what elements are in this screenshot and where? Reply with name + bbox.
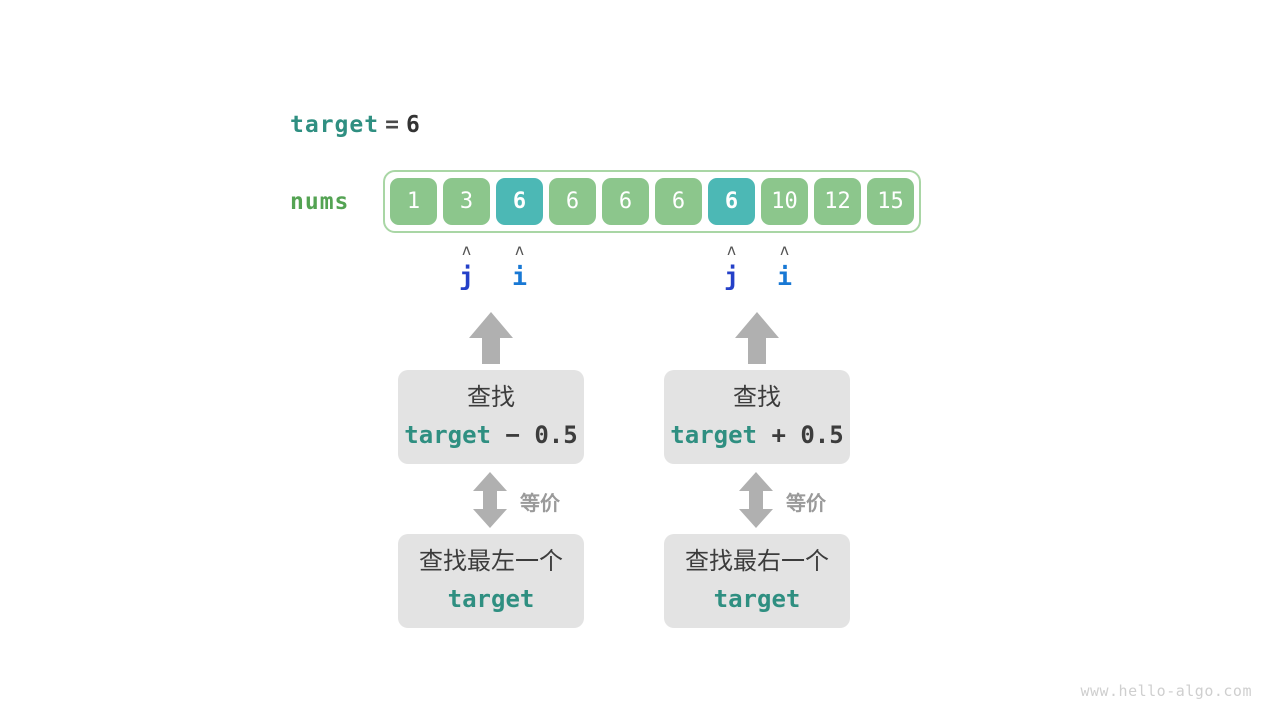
arrow-shaft [482,337,500,364]
watermark: www.hello-algo.com [1080,682,1252,700]
array-cell: 6 [655,178,702,225]
arrow-down-head-icon [739,509,773,528]
top-box-left-expression: target − 0.5 [404,418,577,452]
target-keyword: target [670,421,757,449]
equivalence-label-right: 等价 [786,491,826,515]
equivalence-label-left: 等价 [520,491,560,515]
array-cell: 15 [867,178,914,225]
caret-icon: ʌ [779,241,790,259]
up-arrow-left [469,312,513,364]
top-box-right-line1: 查找 [733,383,781,411]
array-cell: 6 [708,178,755,225]
top-box-left-line1: 查找 [467,383,515,411]
target-keyword: target [713,585,801,613]
target-keyword: target [290,112,380,138]
array-cell: 1 [390,178,437,225]
bottom-box-right: 查找最右一个 target [664,534,850,628]
caret-icon: ʌ [461,241,472,259]
top-box-left: 查找 target − 0.5 [398,370,584,464]
top-box-right: 查找 target + 0.5 [664,370,850,464]
bottom-box-right-expression: target [714,582,801,616]
pointer-name: i [776,262,793,291]
bottom-box-right-line1: 查找最右一个 [685,547,829,575]
equals-operator: = [385,112,400,138]
target-expression: target=6 [290,112,421,138]
pointer-name: j [723,262,740,291]
array-cell: 3 [443,178,490,225]
caret-icon: ʌ [514,241,525,259]
equivalence-arrow-right [739,472,773,528]
bottom-box-left: 查找最左一个 target [398,534,584,628]
top-box-right-expression: target + 0.5 [670,418,843,452]
arrow-up-head-icon [739,472,773,491]
offset-operator: − 0.5 [505,421,578,449]
offset-operator: + 0.5 [771,421,844,449]
arrow-head-icon [735,312,779,338]
array-cell: 12 [814,178,861,225]
equivalence-arrow-left [473,472,507,528]
arrow-up-head-icon [473,472,507,491]
pointer-name: j [458,262,475,291]
array-cell: 6 [496,178,543,225]
target-value: 6 [405,112,421,138]
arrow-head-icon [469,312,513,338]
array-cell: 6 [549,178,596,225]
target-keyword: target [404,421,491,449]
caret-icon: ʌ [726,241,737,259]
array-cell: 10 [761,178,808,225]
target-keyword: target [447,585,535,613]
arrow-down-head-icon [473,509,507,528]
arrow-bar [749,490,763,510]
pointer-name: i [511,262,528,291]
bottom-box-left-expression: target [448,582,535,616]
bottom-box-left-line1: 查找最左一个 [419,547,563,575]
arrow-bar [483,490,497,510]
nums-label: nums [290,189,350,215]
up-arrow-right [735,312,779,364]
arrow-shaft [748,337,766,364]
array-cell: 6 [602,178,649,225]
